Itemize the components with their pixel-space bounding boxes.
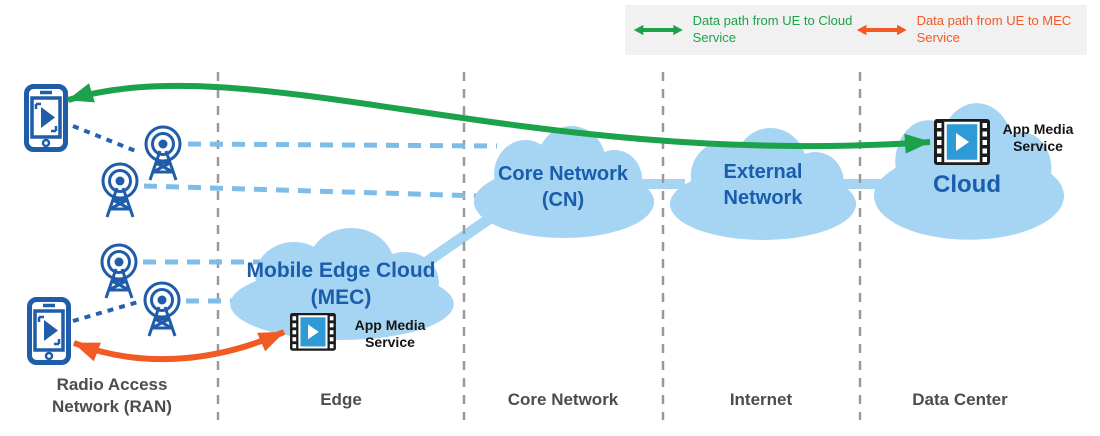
label-line: Data Center xyxy=(912,390,1008,409)
link-antenna1-to-cn xyxy=(187,141,498,149)
label-line: Mobile Edge Cloud xyxy=(246,259,436,282)
zone-label-data-center: Data Center xyxy=(870,389,1050,411)
label-line: Service xyxy=(365,333,415,350)
ue-smartphone-bottom-icon xyxy=(30,300,69,363)
cloud-media-service-icon xyxy=(932,117,992,167)
base-station-antenna-icon-3 xyxy=(100,243,138,300)
label-line: Core Network xyxy=(507,390,619,409)
label-line: Cloud xyxy=(933,171,1001,198)
label-line: Network xyxy=(723,187,803,209)
ue-smartphone-top-icon xyxy=(27,87,66,150)
label-line: (CN) xyxy=(541,189,585,211)
cloud-service-label: App Media Service xyxy=(990,121,1086,155)
legend-line: UE to Cloud Service xyxy=(692,13,853,45)
label-line: Internet xyxy=(729,390,793,409)
legend: Data path from UE to Cloud Service Data … xyxy=(625,5,1087,55)
legend-label-mec-path: Data path from UE to MEC Service xyxy=(917,13,1079,46)
ue-access-links xyxy=(72,124,139,323)
data-path-ue-to-cloud-arrow xyxy=(67,82,931,154)
mec-media-service-icon xyxy=(288,311,337,352)
orange-double-arrow-icon xyxy=(856,24,907,36)
label-line: External xyxy=(723,161,803,183)
legend-item-mec-path: Data path from UE to MEC Service xyxy=(856,13,1079,46)
label-line: (MEC) xyxy=(310,286,372,310)
label-line: Core Network xyxy=(497,163,629,185)
legend-label-cloud-path: Data path from UE to Cloud Service xyxy=(693,13,856,46)
data-path-ue-to-mec-arrow xyxy=(72,329,286,363)
label-line: Service xyxy=(1013,137,1063,154)
link-antenna2-to-cn xyxy=(143,183,483,199)
zone-label-internet: Internet xyxy=(671,389,851,411)
label-line: App Media xyxy=(1002,121,1074,137)
label-line: Edge xyxy=(320,390,362,409)
legend-line: Data path from xyxy=(916,13,1003,29)
link-phone-top-to-antenna xyxy=(72,124,139,154)
mec-cloud-label: Mobile Edge Cloud (MEC) xyxy=(236,257,446,312)
zone-label-edge: Edge xyxy=(251,389,431,411)
legend-line: UE to MEC Service xyxy=(916,13,1072,45)
zone-label-core-network: Core Network xyxy=(473,389,653,411)
green-double-arrow-icon xyxy=(633,24,683,36)
legend-line: Data path from xyxy=(692,13,779,29)
zone-label-ran: Radio Access Network (RAN) xyxy=(22,374,202,418)
base-station-antenna-icon-1 xyxy=(144,125,182,182)
label-line: Network (RAN) xyxy=(52,397,172,417)
cloud-datacenter-label: Cloud xyxy=(882,169,1052,200)
legend-item-cloud-path: Data path from UE to Cloud Service xyxy=(633,13,856,46)
label-line: Radio Access xyxy=(56,375,168,394)
base-station-antenna-icon-2 xyxy=(101,162,139,219)
core-network-cloud-label: Core Network (CN) xyxy=(478,161,648,213)
link-phone-bottom-to-antenna xyxy=(72,300,139,323)
mec-service-label: App Media Service xyxy=(338,317,442,351)
external-network-cloud-label: External Network xyxy=(678,159,848,211)
base-station-antenna-icon-4 xyxy=(143,281,181,338)
label-line: App Media xyxy=(354,317,426,333)
